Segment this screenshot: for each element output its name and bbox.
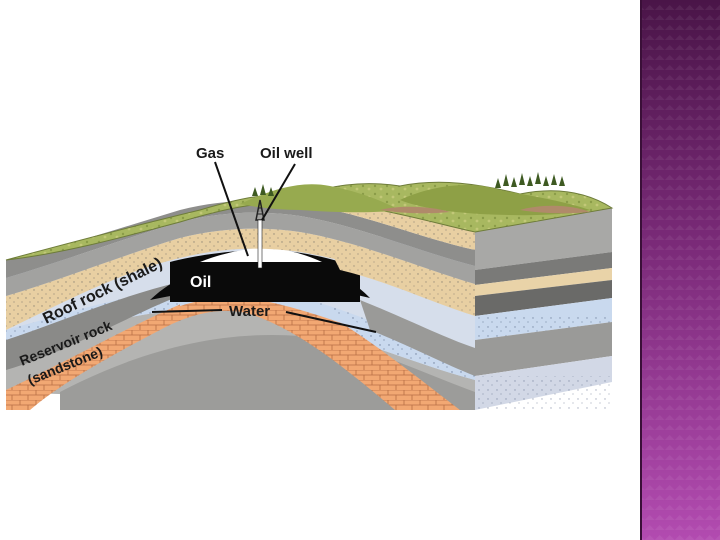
- oil-well-label: Oil well: [260, 145, 313, 162]
- oil-well-leader-line: [261, 163, 296, 221]
- block-front-face: [6, 188, 475, 410]
- tree-line: [252, 172, 565, 196]
- water-leader-line-right: [285, 311, 377, 333]
- side-band-edge: [640, 0, 642, 540]
- block-side-face: [475, 208, 612, 410]
- leader-lines: [151, 161, 377, 333]
- water-label: Water: [229, 303, 270, 320]
- oil-well-derrick: [255, 199, 265, 269]
- gas-label: Gas: [196, 145, 224, 162]
- decorative-side-band: [640, 0, 720, 540]
- water-leader-line-left: [151, 309, 223, 313]
- oil-label: Oil: [190, 274, 211, 291]
- gas-leader-line: [214, 161, 249, 257]
